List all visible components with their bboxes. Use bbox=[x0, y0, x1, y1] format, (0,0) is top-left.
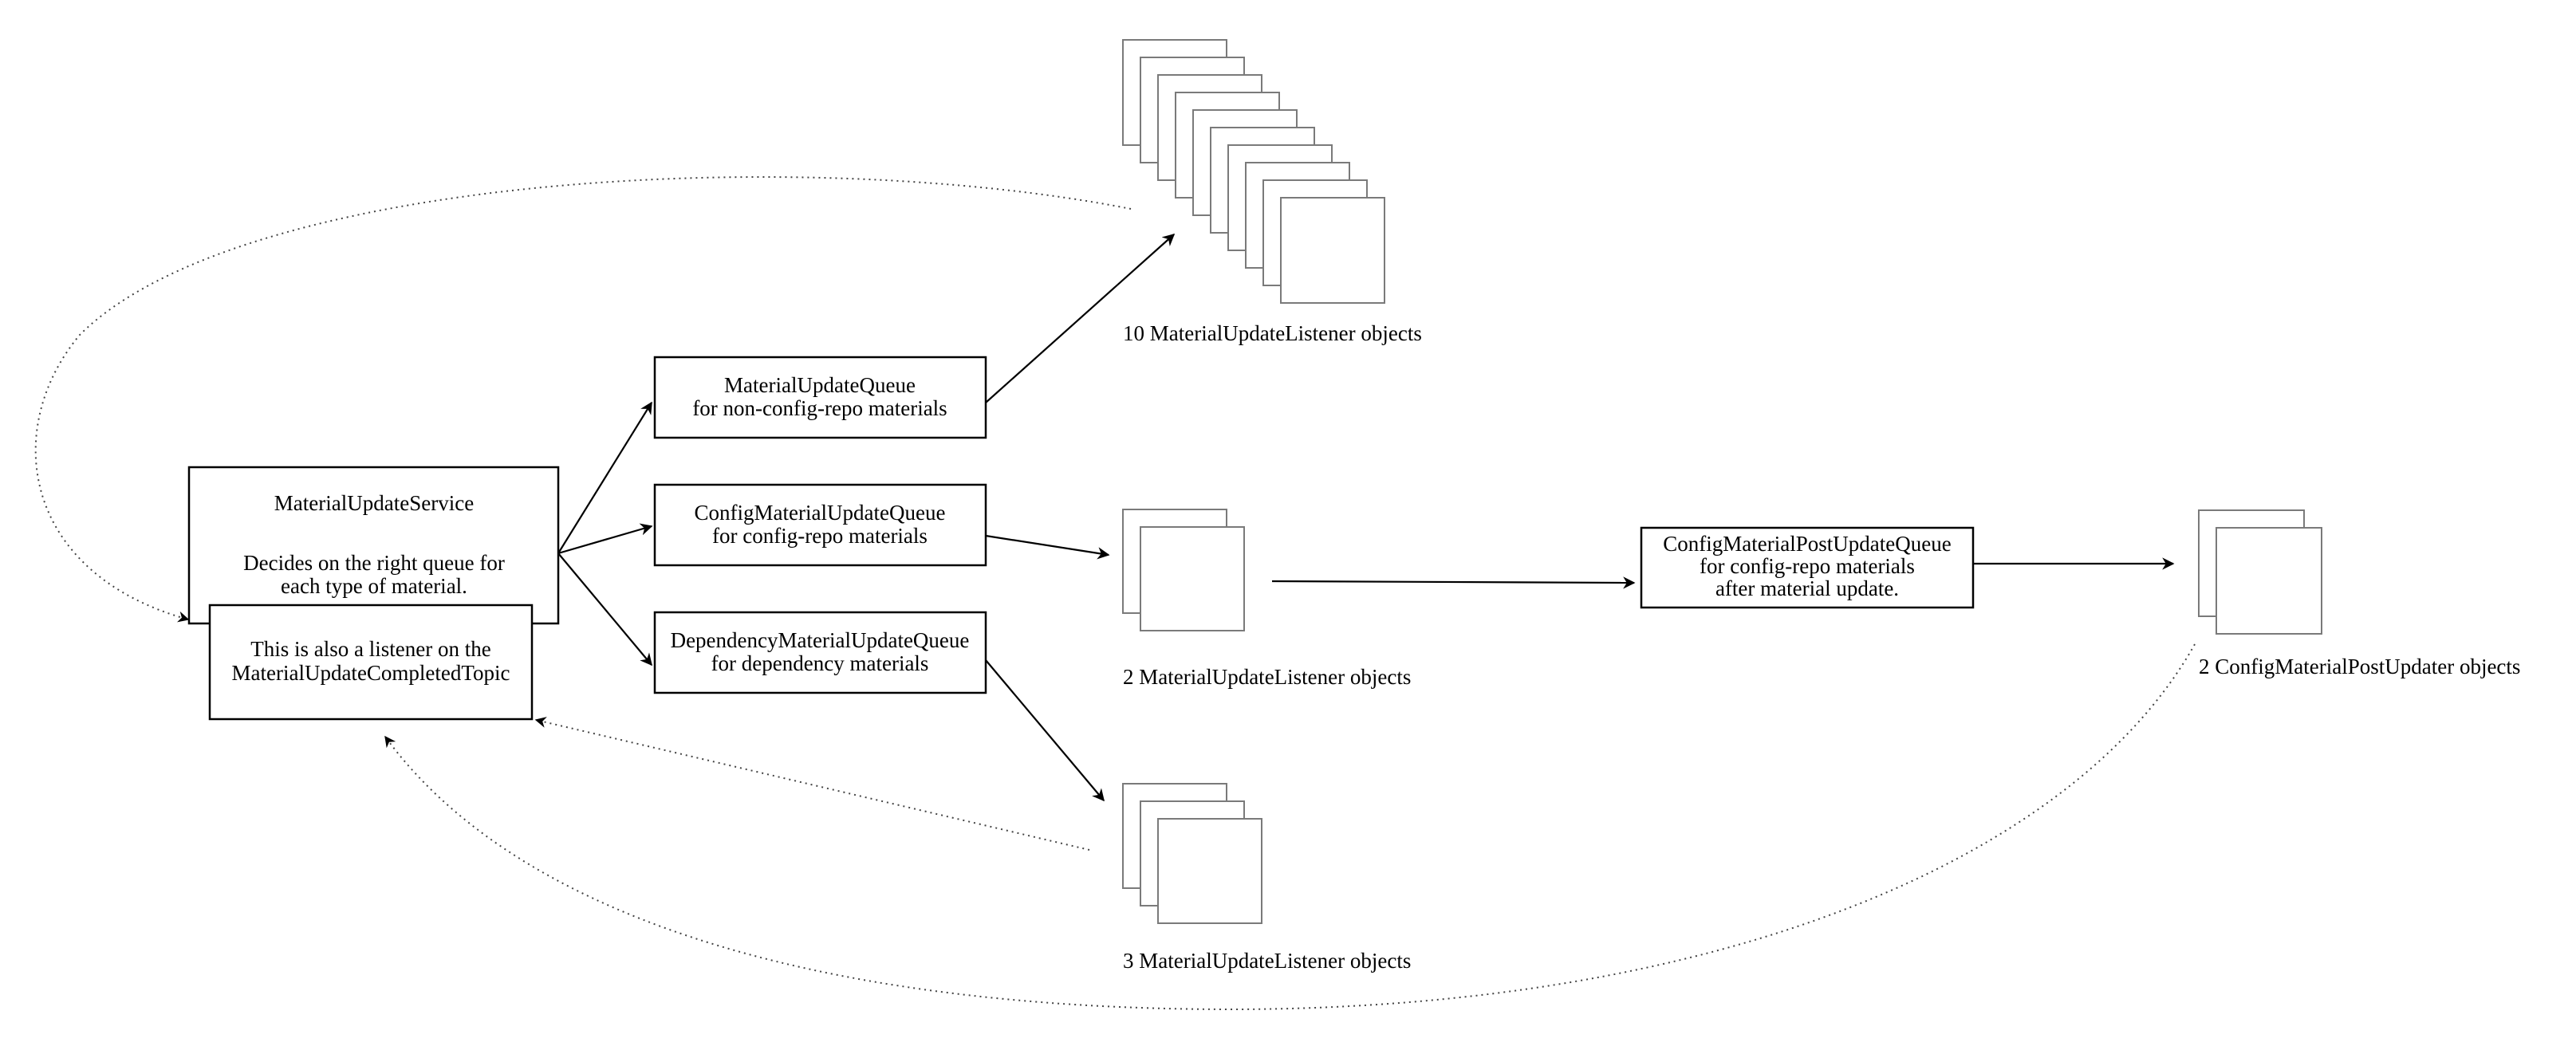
edge-service-to-dependency-queue bbox=[557, 553, 652, 667]
queue-name: ConfigMaterialUpdateQueue bbox=[695, 501, 946, 525]
post-updaters-label: 2 ConfigMaterialPostUpdater objects bbox=[2199, 655, 2520, 678]
material-update-queue-node: MaterialUpdateQueue for non-config-repo … bbox=[653, 356, 987, 439]
config-material-post-update-queue-node: ConfigMaterialPostUpdateQueue for config… bbox=[1640, 526, 1975, 609]
edge-config-queue-to-listeners bbox=[985, 534, 1110, 560]
post-queue-line2: for config-repo materials bbox=[1700, 554, 1915, 578]
edge-service-to-material-queue bbox=[557, 401, 652, 554]
service-title: MaterialUpdateService bbox=[274, 491, 474, 515]
object-instance-box bbox=[1280, 197, 1385, 304]
object-instance-box bbox=[1157, 818, 1262, 924]
config-material-update-queue-node: ConfigMaterialUpdateQueue for config-rep… bbox=[653, 483, 987, 567]
edge-dependency-queue-to-listeners bbox=[985, 659, 1105, 802]
object-instance-box bbox=[1140, 526, 1245, 631]
feedback-edge-3-listeners-to-service bbox=[534, 717, 1090, 851]
post-queue-line3: after material update. bbox=[1715, 576, 1899, 600]
config-listener-stack bbox=[1122, 509, 1245, 631]
feedback-edge-10-listeners-to-service bbox=[34, 176, 1132, 623]
queue-description: for non-config-repo materials bbox=[692, 396, 947, 420]
service-description-line1: Decides on the right queue for bbox=[243, 551, 505, 575]
dependency-listener-stack bbox=[1122, 783, 1262, 924]
feedback-edge-post-updaters-to-service bbox=[384, 643, 2196, 1011]
material-update-service-node: MaterialUpdateService Decides on the rig… bbox=[187, 466, 560, 625]
object-instance-box bbox=[2216, 527, 2322, 635]
post-queue-name: ConfigMaterialPostUpdateQueue bbox=[1663, 532, 1951, 556]
post-updater-stack bbox=[2198, 509, 2322, 635]
edge-service-to-config-queue bbox=[557, 523, 653, 555]
dependency-material-update-queue-node: DependencyMaterialUpdateQueue for depend… bbox=[653, 611, 987, 694]
non-config-listeners-label: 10 MaterialUpdateListener objects bbox=[1123, 321, 1422, 345]
queue-description: for dependency materials bbox=[711, 651, 929, 675]
queue-name: MaterialUpdateQueue bbox=[724, 373, 916, 397]
queue-description: for config-repo materials bbox=[712, 524, 928, 548]
listener-note-line2: MaterialUpdateCompletedTopic bbox=[232, 661, 510, 685]
edge-material-queue-to-listeners bbox=[985, 233, 1176, 403]
edge-config-listeners-to-post-queue bbox=[1271, 576, 1636, 589]
dependency-listeners-label: 3 MaterialUpdateListener objects bbox=[1123, 949, 1411, 973]
non-config-listener-stack bbox=[1122, 39, 1385, 304]
listener-note-line1: This is also a listener on the bbox=[250, 637, 490, 661]
completed-topic-listener-node: This is also a listener on the MaterialU… bbox=[208, 604, 534, 721]
service-description-line2: each type of material. bbox=[281, 574, 467, 598]
queue-name: DependencyMaterialUpdateQueue bbox=[671, 628, 970, 652]
config-listeners-label: 2 MaterialUpdateListener objects bbox=[1123, 665, 1411, 689]
